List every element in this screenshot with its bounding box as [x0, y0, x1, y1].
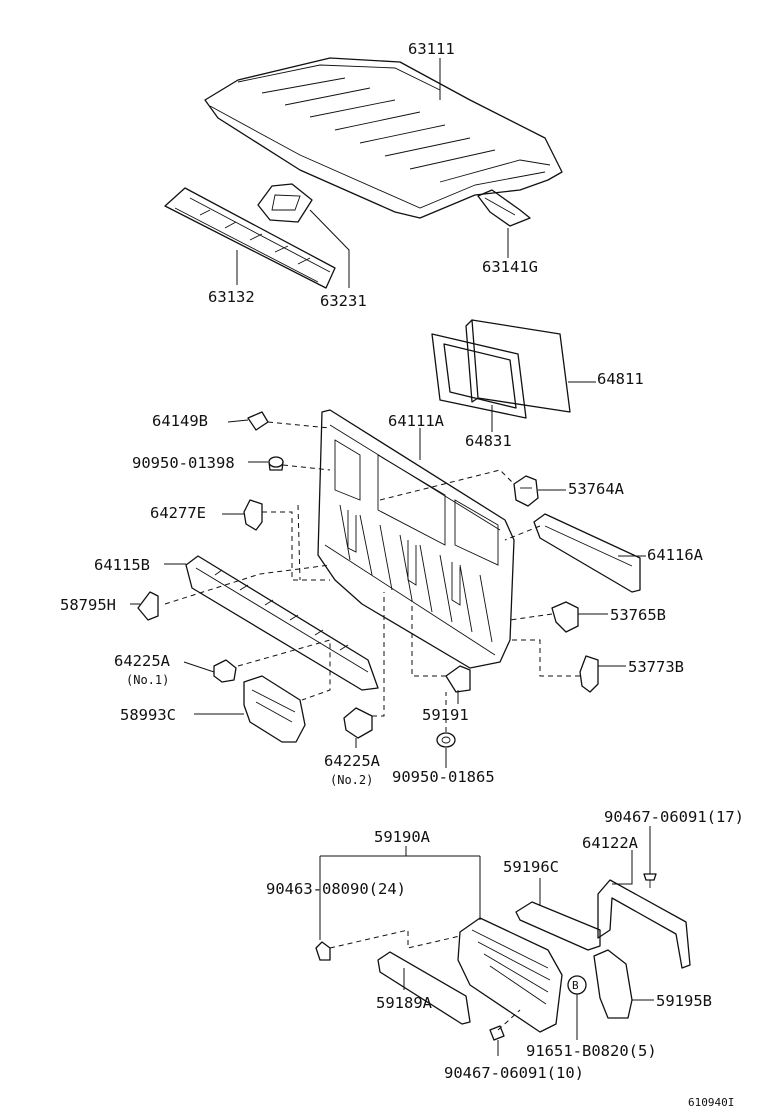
cover-59195b [593, 949, 633, 1019]
bracket-64277e [243, 499, 263, 531]
bracket-59189a [377, 951, 471, 1025]
dashed-assembly-lines [164, 421, 580, 1031]
bracket-63141g [477, 189, 531, 227]
label-90467-06091-17: 90467-06091(17) [604, 808, 744, 826]
clip-64225a-no2 [343, 707, 373, 739]
label-53773b: 53773B [628, 658, 684, 676]
label-91651-b0820: 91651-B0820(5) [526, 1042, 657, 1060]
label-63132: 63132 [208, 288, 255, 306]
label-53765b: 53765B [610, 606, 666, 624]
screw-90467-06091-17 [643, 873, 657, 888]
bracket-58795h [137, 591, 159, 621]
roof-rail-63132 [164, 187, 336, 289]
trim-64116a [533, 513, 641, 593]
label-90467-06091-10: 90467-06091(10) [444, 1064, 584, 1082]
label-63231: 63231 [320, 292, 367, 310]
frame-64122a [597, 879, 691, 969]
label-64111a: 64111A [388, 412, 445, 430]
label-59190a: 59190A [374, 828, 431, 846]
label-59196c: 59196C [503, 858, 559, 876]
label-59191: 59191 [422, 706, 469, 724]
bracket-59191 [445, 665, 471, 693]
bracket-59190a [457, 917, 563, 1033]
label-59189a: 59189A [376, 994, 433, 1012]
weatherstrip-64831 [431, 333, 527, 419]
grommet-90950-01398 [268, 456, 284, 471]
callout-b-label: B [572, 979, 579, 992]
label-64149b: 64149B [152, 412, 208, 430]
leader-lines [130, 58, 654, 1056]
clip-90463-08090 [315, 941, 331, 961]
grommet-90950-01865 [436, 732, 456, 748]
label-64115b: 64115B [94, 556, 150, 574]
label-64116a: 64116A [647, 546, 704, 564]
bracket-53773b [579, 655, 599, 693]
label-64811: 64811 [597, 370, 644, 388]
label-90463-08090: 90463-08090(24) [266, 880, 406, 898]
part-labels: 63111 63132 63231 63141G 64811 64831 641… [60, 40, 744, 1109]
label-64831: 64831 [465, 432, 512, 450]
label-63111: 63111 [408, 40, 455, 58]
label-64225a-no2-note: (No.2) [330, 773, 373, 787]
screw-90467-06091-10 [489, 1025, 505, 1041]
hinge-53764a [513, 475, 539, 507]
roof-panel-63111 [204, 57, 563, 219]
label-63141g: 63141G [482, 258, 538, 276]
clip-64149b [247, 411, 269, 431]
label-64225a-no2: 64225A [324, 752, 381, 770]
bracket-58993c [243, 675, 306, 743]
label-58993c: 58993C [120, 706, 176, 724]
label-90950-01865: 90950-01865 [392, 768, 495, 786]
sill-rail-64115b [185, 555, 379, 691]
label-64277e: 64277E [150, 504, 206, 522]
label-58795h: 58795H [60, 596, 116, 614]
label-64225a-no1: 64225A [114, 652, 171, 670]
insulator-59196c [515, 901, 601, 951]
bracket-63231 [257, 183, 313, 223]
callout-b-marker: B [567, 975, 587, 995]
label-59195b: 59195B [656, 992, 712, 1010]
label-53764a: 53764A [568, 480, 625, 498]
clip-64225a-no1 [213, 659, 237, 683]
label-64122a: 64122A [582, 834, 639, 852]
label-90950-01398: 90950-01398 [132, 454, 235, 472]
back-panel-64111a [317, 409, 515, 669]
back-window-glass-64811 [465, 319, 571, 413]
diagram-id: 610940I [688, 1096, 734, 1109]
label-64225a-no1-note: (No.1) [126, 673, 169, 687]
clip-53765b [551, 601, 579, 633]
